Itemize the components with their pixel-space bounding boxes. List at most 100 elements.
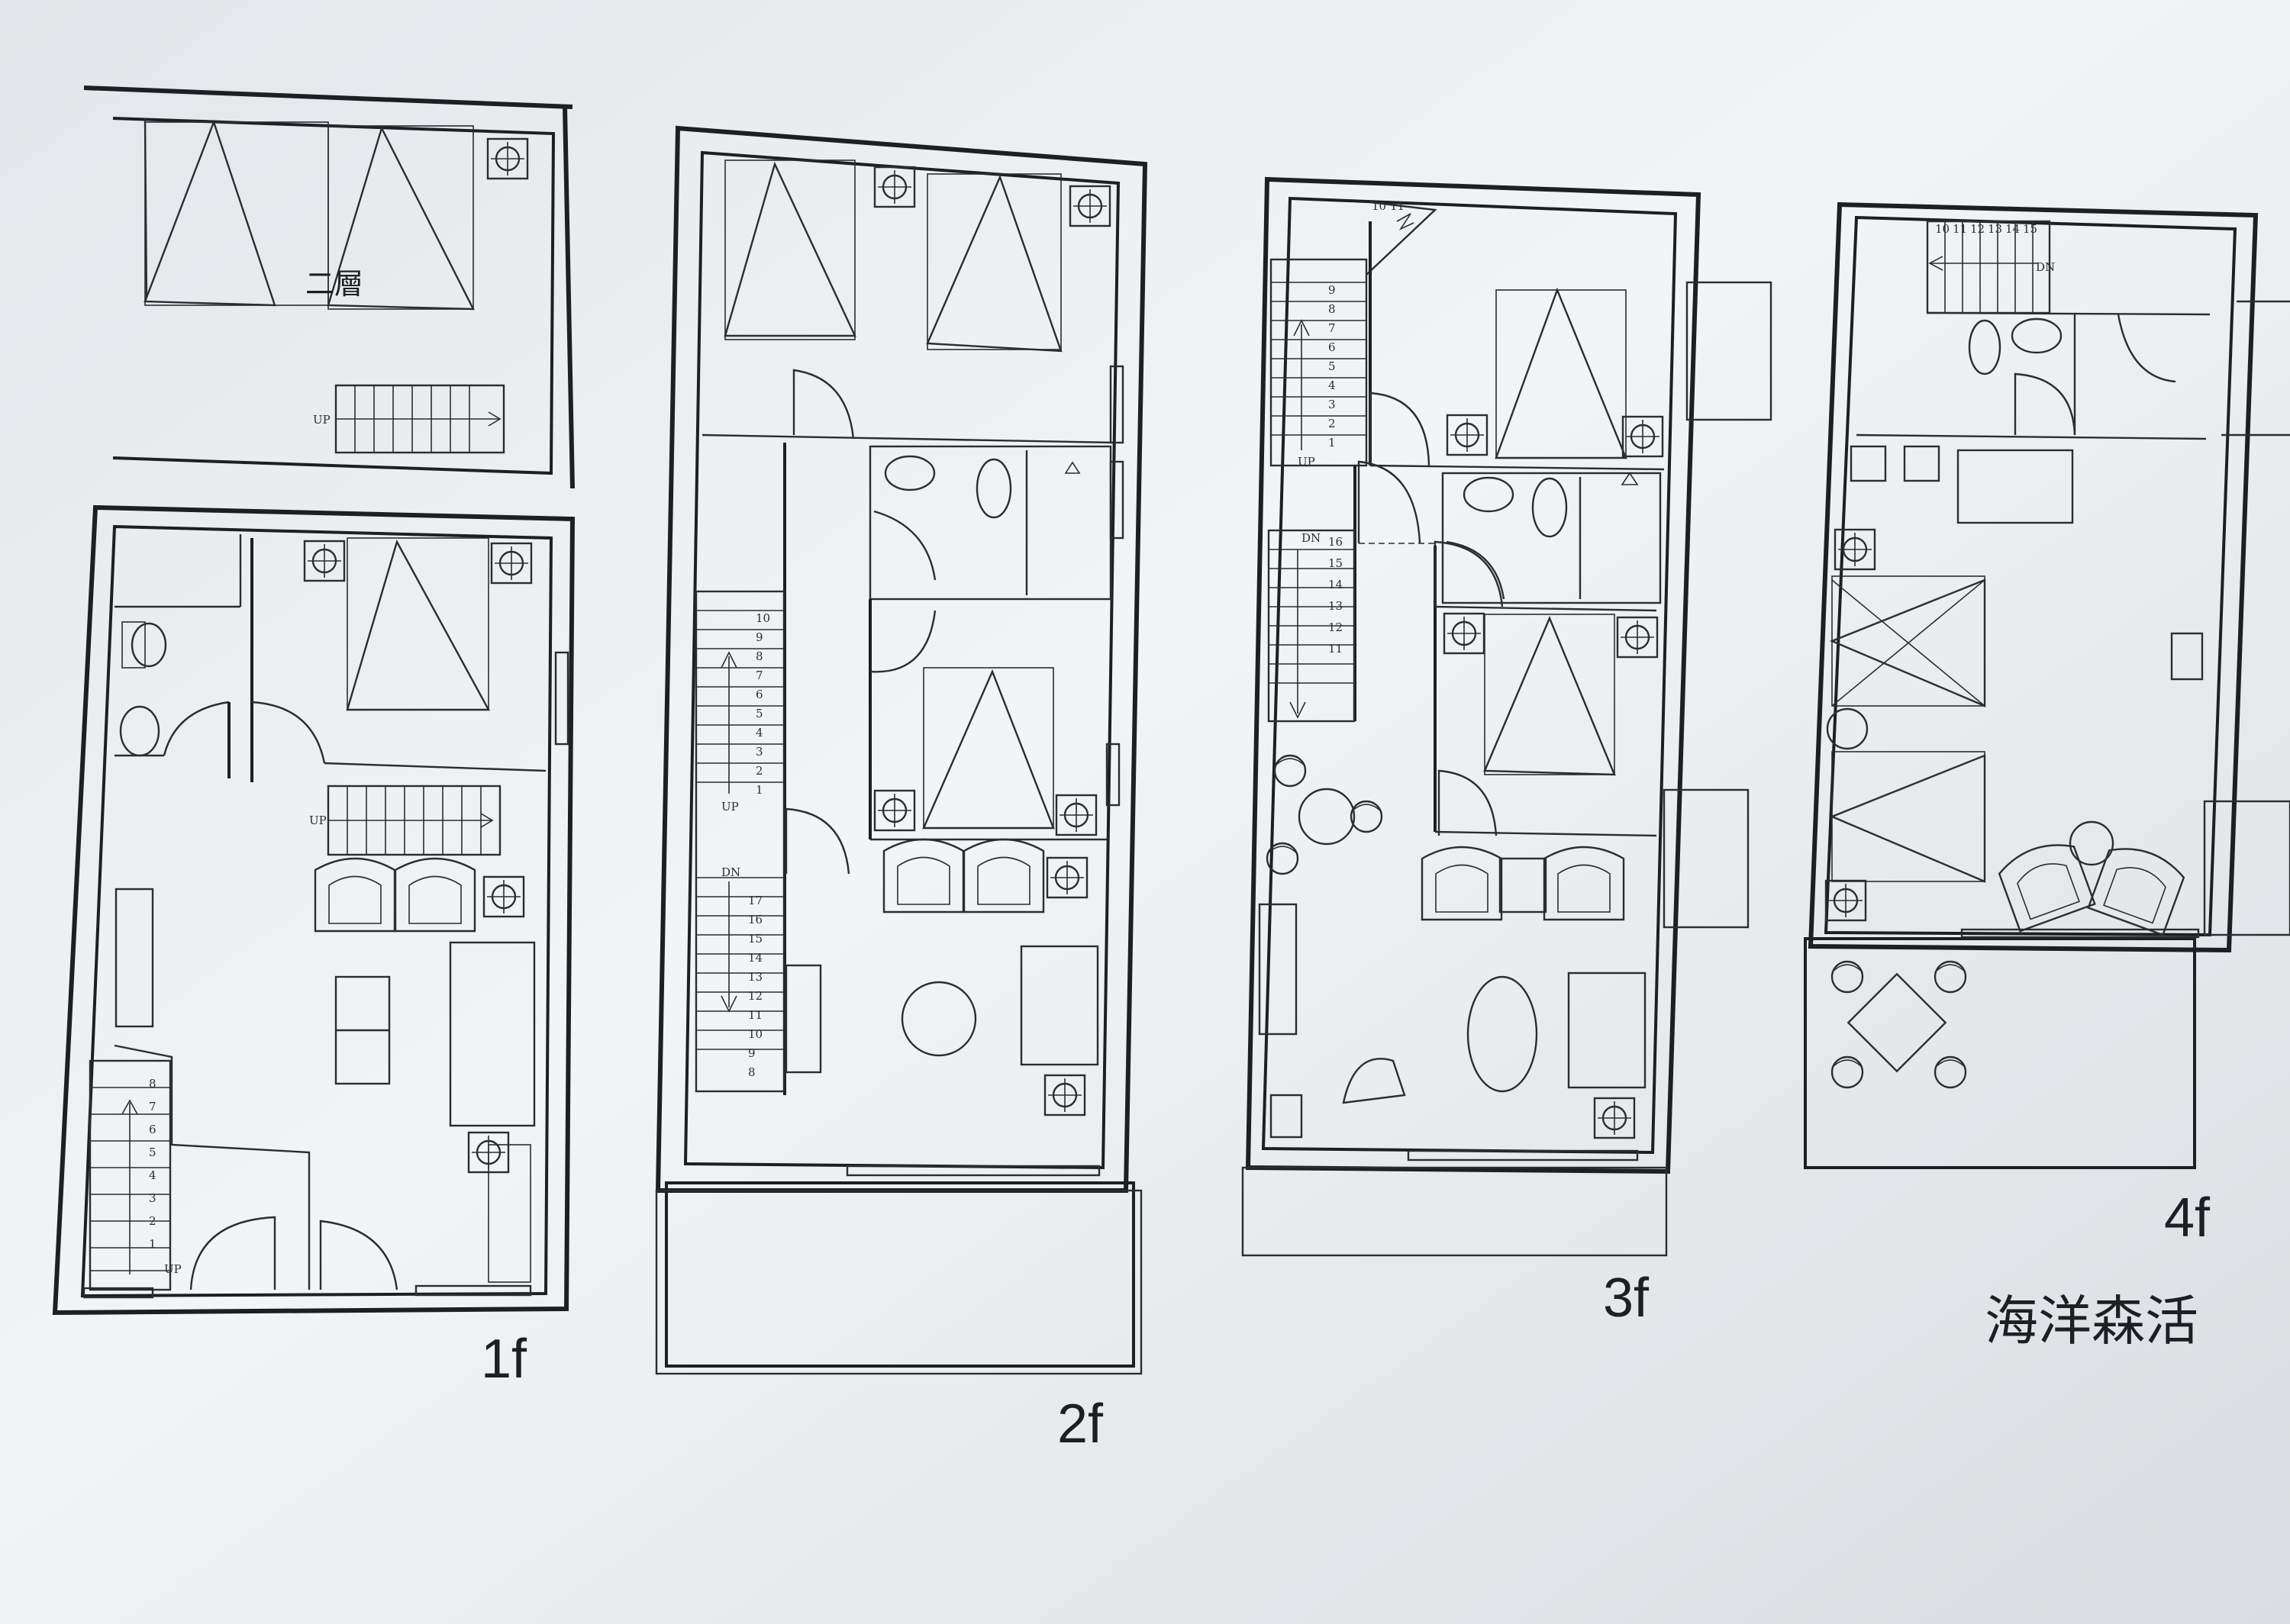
stair-step-number: 1 <box>756 783 763 797</box>
stair-step-number: 9 <box>1328 283 1336 297</box>
upper-floor-label: 二層 <box>305 269 363 301</box>
stair-step-number: 13 <box>748 970 763 984</box>
stair-step-number: 9 <box>748 1046 756 1060</box>
stair-down-label: DN <box>721 865 740 879</box>
stair-step-number: 11 <box>1328 642 1343 656</box>
stair-step-number: 10 <box>748 1027 763 1041</box>
stair-step-number: 12 <box>1328 620 1343 634</box>
stair-step-number: 1 <box>149 1237 156 1251</box>
window <box>846 1165 1101 1177</box>
stair-step-number: 14 <box>748 951 763 965</box>
tv-cabinet <box>1258 903 1298 1036</box>
floor-label-1f: 1f <box>481 1329 527 1390</box>
sofa <box>449 941 536 1127</box>
stair-step-number: 17 <box>748 894 763 907</box>
window <box>1105 743 1121 807</box>
stair-up-label: UP <box>309 814 327 827</box>
round-table <box>901 981 977 1057</box>
bed <box>1483 615 1616 776</box>
stair-step-number: 13 <box>1328 599 1343 613</box>
brand-name: 海洋森活 <box>1985 1291 2198 1351</box>
stair-step-number: 11 <box>1953 222 1967 236</box>
upper-block-wall <box>83 85 573 109</box>
stair-up-label: UP <box>1298 455 1315 469</box>
stair-up-label: UP <box>313 413 331 427</box>
stair-step-numbers: 1234567812345678910891011121314151617123… <box>149 199 2037 1251</box>
tv-cabinet <box>114 888 154 1028</box>
door[interactable] <box>1369 392 1430 466</box>
round-table <box>1298 788 1356 846</box>
floor-3f-plan <box>1241 176 1772 1257</box>
balcony <box>1241 1166 1668 1257</box>
floor-3f-outer-wall <box>1245 176 1701 1174</box>
parking-bay-marking <box>144 119 276 307</box>
floor-label-3f: 3f <box>1603 1268 1650 1329</box>
tv-cabinet <box>785 964 822 1074</box>
stair-step-number: 4 <box>756 726 763 740</box>
entry-door[interactable] <box>189 1216 276 1290</box>
stair-step-number: 8 <box>149 1077 156 1091</box>
stair-step-number: 9 <box>756 630 763 644</box>
stair-step-number: 12 <box>748 989 763 1003</box>
round-table <box>2069 820 2114 866</box>
stair-step-number: 2 <box>756 764 763 778</box>
stair-step-number: 13 <box>1988 222 2002 236</box>
stair-step-number: 16 <box>748 913 763 926</box>
stair-step-number: 5 <box>756 707 763 720</box>
door[interactable] <box>792 369 855 440</box>
stair-step-number: 16 <box>1328 535 1343 549</box>
floor-2f-inner-wall <box>683 150 1121 1170</box>
stair-step-number: 3 <box>756 745 763 759</box>
stair-down-label: DN <box>2036 260 2055 274</box>
oval-table <box>1466 975 1538 1093</box>
square-table <box>1847 972 1947 1073</box>
stair-step-number: 7 <box>1328 321 1336 335</box>
stair-step-number: 10 <box>756 611 770 625</box>
floor-1f-plan <box>52 85 576 1316</box>
labels-layer: 二層 UP UP UP 1f UP DN 2f UP DN 3f DN 4f 海… <box>164 260 2211 1455</box>
floor-4f-plan <box>1804 201 2290 1169</box>
door[interactable] <box>785 807 850 875</box>
stair-step-number: 6 <box>756 688 763 701</box>
stair-step-number: 12 <box>1970 222 1985 236</box>
window <box>1109 460 1124 540</box>
balcony <box>1804 937 2196 1169</box>
bed <box>926 174 1063 353</box>
sofa <box>1020 945 1099 1066</box>
stair-step-number: 8 <box>748 1065 756 1079</box>
stair-down-label: DN <box>1301 531 1321 545</box>
stair-step-number: 14 <box>1328 578 1343 591</box>
floor-2f-plan <box>655 125 1148 1375</box>
balcony <box>665 1181 1135 1368</box>
window <box>554 651 569 746</box>
stair-step-number: 8 <box>756 649 763 663</box>
floor-label-2f: 2f <box>1057 1394 1104 1455</box>
floor-1f-inner-wall <box>80 524 553 1298</box>
floor-1f-outer-wall <box>52 504 576 1316</box>
stair-step-number: 7 <box>756 669 763 682</box>
stair-run <box>1269 258 1368 467</box>
upper-block-wall <box>563 106 575 489</box>
window <box>1960 928 2200 939</box>
sofa <box>1567 972 1647 1089</box>
stair-step-number: 6 <box>1328 340 1336 354</box>
stair-run <box>89 1059 172 1291</box>
stair-step-number: 4 <box>149 1168 156 1182</box>
window <box>414 1284 532 1297</box>
floor-4f-outer-wall <box>1808 201 2259 953</box>
bed <box>724 161 856 337</box>
stair-step-number: 11 <box>748 1008 763 1022</box>
stair-step-number: 2 <box>1328 417 1336 430</box>
entry-door[interactable] <box>319 1220 398 1290</box>
stair-step-number: 2 <box>149 1214 156 1228</box>
stair-up-label: UP <box>721 800 739 814</box>
window <box>1407 1149 1639 1162</box>
stair-step-number: 15 <box>2023 222 2037 236</box>
stair-step-number: 15 <box>748 932 763 946</box>
stair-step-number: 7 <box>149 1100 156 1113</box>
stair-step-number: 3 <box>149 1191 156 1205</box>
floor-3f-inner-wall <box>1261 196 1678 1155</box>
window <box>1109 365 1124 444</box>
